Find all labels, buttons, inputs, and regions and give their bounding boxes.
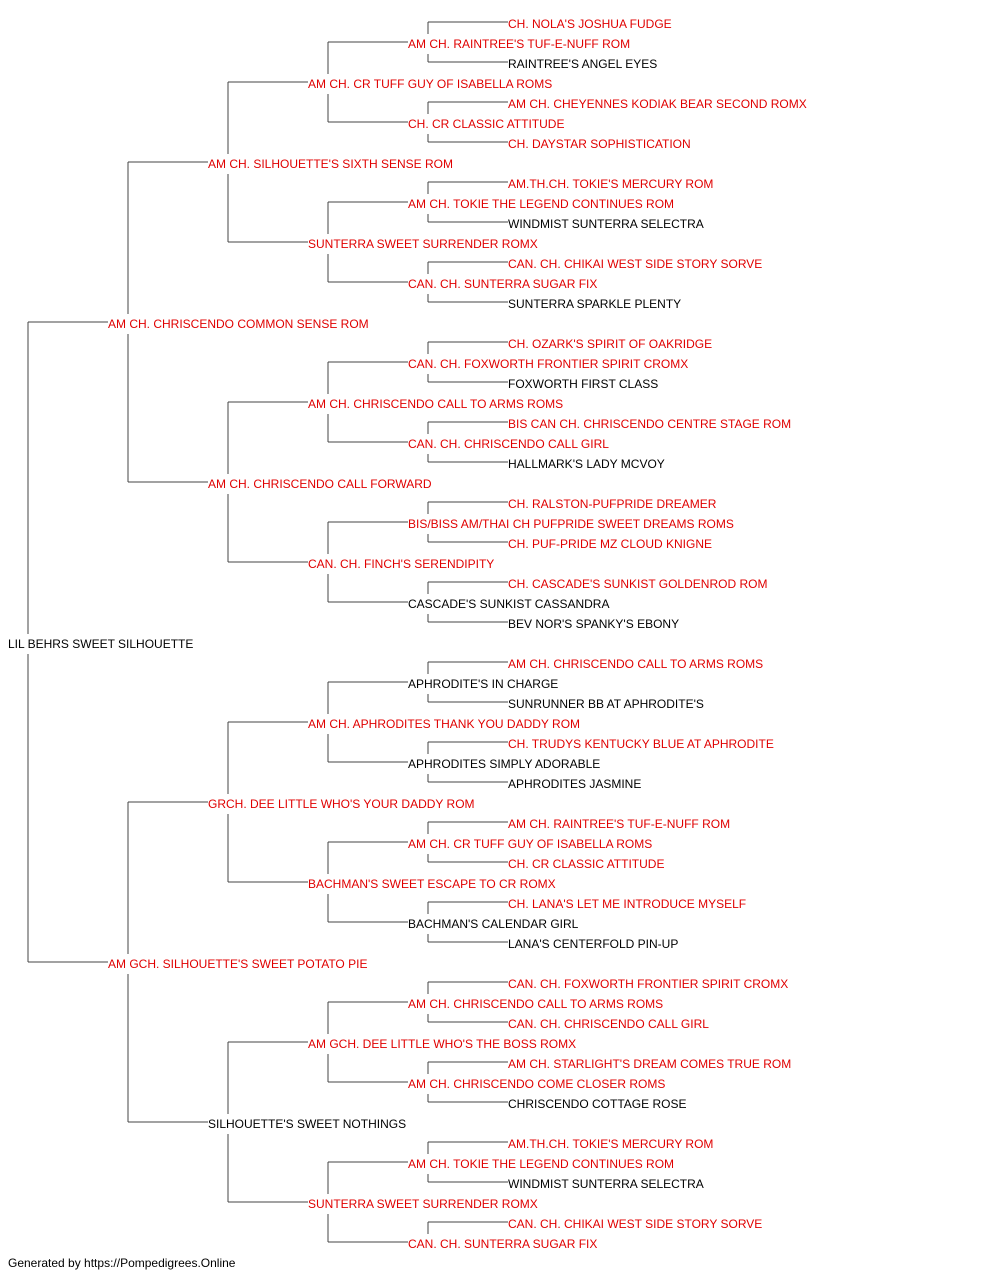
dog-name: CH. RALSTON-PUFPRIDE DREAMER [508, 497, 717, 511]
dog-name: CH. CASCADE'S SUNKIST GOLDENROD ROM [508, 577, 767, 591]
dog-name: AM CH. CHRISCENDO CALL TO ARMS ROMS [408, 997, 663, 1011]
dog-name: SUNTERRA SWEET SURRENDER ROMX [308, 237, 538, 251]
dog-name: SUNTERRA SPARKLE PLENTY [508, 297, 681, 311]
dog-name: AM CH. CHRISCENDO COME CLOSER ROMS [408, 1077, 665, 1091]
dog-name: AM CH. CHEYENNES KODIAK BEAR SECOND ROMX [508, 97, 807, 111]
dog-name: APHRODITES JASMINE [508, 777, 641, 791]
dog-name: APHRODITE'S IN CHARGE [408, 677, 558, 691]
dog-name: CASCADE'S SUNKIST CASSANDRA [408, 597, 609, 611]
dog-name: CAN. CH. SUNTERRA SUGAR FIX [408, 1237, 597, 1250]
dog-name: CH. TRUDYS KENTUCKY BLUE AT APHRODITE [508, 737, 774, 751]
dog-name: AM GCH. DEE LITTLE WHO'S THE BOSS ROMX [308, 1037, 576, 1051]
dog-name: LANA'S CENTERFOLD PIN-UP [508, 937, 678, 951]
dog-name: BEV NOR'S SPANKY'S EBONY [508, 617, 679, 631]
dog-name: CH. OZARK'S SPIRIT OF OAKRIDGE [508, 337, 712, 351]
dog-name: AM CH. TOKIE THE LEGEND CONTINUES ROM [408, 1157, 674, 1171]
dog-name: AM CH. RAINTREE'S TUF-E-NUFF ROM [408, 37, 630, 51]
dog-name: SUNRUNNER BB AT APHRODITE'S [508, 697, 704, 711]
dog-name: HALLMARK'S LADY MCVOY [508, 457, 665, 471]
dog-name: CH. PUF-PRIDE MZ CLOUD KNIGNE [508, 537, 712, 551]
dog-name: SILHOUETTE'S SWEET NOTHINGS [208, 1117, 406, 1131]
dog-name: CH. CR CLASSIC ATTITUDE [508, 857, 664, 871]
dog-name: AM CH. CHRISCENDO CALL FORWARD [208, 477, 432, 491]
dog-name: CAN. CH. CHIKAI WEST SIDE STORY SORVE [508, 1217, 762, 1231]
dog-name: AM CH. CHRISCENDO CALL TO ARMS ROMS [508, 657, 763, 671]
dog-name: AM CH. TOKIE THE LEGEND CONTINUES ROM [408, 197, 674, 211]
dog-name: CAN. CH. CHRISCENDO CALL GIRL [508, 1017, 709, 1031]
dog-name: CAN. CH. SUNTERRA SUGAR FIX [408, 277, 597, 291]
dog-name: FOXWORTH FIRST CLASS [508, 377, 658, 391]
dog-name: AM.TH.CH. TOKIE'S MERCURY ROM [508, 1137, 713, 1151]
pedigree-tree: CH. NOLA'S JOSHUA FUDGE RAINTREE'S ANGEL … [8, 17, 807, 1250]
dog-name: AM CH. SILHOUETTE'S SIXTH SENSE ROM [208, 157, 453, 171]
dog-name: RAINTREE'S ANGEL EYES [508, 57, 657, 71]
dog-name: AM CH. CR TUFF GUY OF ISABELLA ROMS [308, 77, 552, 91]
dog-name: GRCH. DEE LITTLE WHO'S YOUR DADDY ROM [208, 797, 475, 811]
dog-name: LIL BEHRS SWEET SILHOUETTE [8, 637, 193, 651]
dog-name: CAN. CH. CHIKAI WEST SIDE STORY SORVE [508, 257, 762, 271]
generated-by-credit: Generated by https://Pompedigrees.Online [8, 1256, 236, 1270]
dog-name: CH. DAYSTAR SOPHISTICATION [508, 137, 691, 151]
dog-name: CHRISCENDO COTTAGE ROSE [508, 1097, 686, 1111]
dog-name: AM.TH.CH. TOKIE'S MERCURY ROM [508, 177, 713, 191]
dog-name: CH. CR CLASSIC ATTITUDE [408, 117, 564, 131]
dog-name: AM CH. CHRISCENDO CALL TO ARMS ROMS [308, 397, 563, 411]
dog-name: WINDMIST SUNTERRA SELECTRA [508, 217, 704, 231]
dog-name: AM CH. CHRISCENDO COMMON SENSE ROM [108, 317, 369, 331]
dog-name: CH. LANA'S LET ME INTRODUCE MYSELF [508, 897, 746, 911]
dog-name: CAN. CH. FOXWORTH FRONTIER SPIRIT CROMX [408, 357, 688, 371]
dog-name: AM CH. STARLIGHT'S DREAM COMES TRUE ROM [508, 1057, 791, 1071]
dog-name: AM CH. RAINTREE'S TUF-E-NUFF ROM [508, 817, 730, 831]
dog-name: BIS CAN CH. CHRISCENDO CENTRE STAGE ROM [508, 417, 791, 431]
dog-name: AM GCH. SILHOUETTE'S SWEET POTATO PIE [108, 957, 367, 971]
dog-name: AM CH. APHRODITES THANK YOU DADDY ROM [308, 717, 580, 731]
dog-name: BACHMAN'S SWEET ESCAPE TO CR ROMX [308, 877, 556, 891]
dog-name: WINDMIST SUNTERRA SELECTRA [508, 1177, 704, 1191]
dog-name: CAN. CH. FOXWORTH FRONTIER SPIRIT CROMX [508, 977, 788, 991]
dog-name: SUNTERRA SWEET SURRENDER ROMX [308, 1197, 538, 1211]
dog-name: CAN. CH. CHRISCENDO CALL GIRL [408, 437, 609, 451]
dog-name: APHRODITES SIMPLY ADORABLE [408, 757, 600, 771]
dog-name: BACHMAN'S CALENDAR GIRL [408, 917, 579, 931]
dog-name: AM CH. CR TUFF GUY OF ISABELLA ROMS [408, 837, 652, 851]
dog-name: CAN. CH. FINCH'S SERENDIPITY [308, 557, 494, 571]
dog-name: BIS/BISS AM/THAI CH PUFPRIDE SWEET DREAM… [408, 517, 734, 531]
dog-name: CH. NOLA'S JOSHUA FUDGE [508, 17, 672, 31]
